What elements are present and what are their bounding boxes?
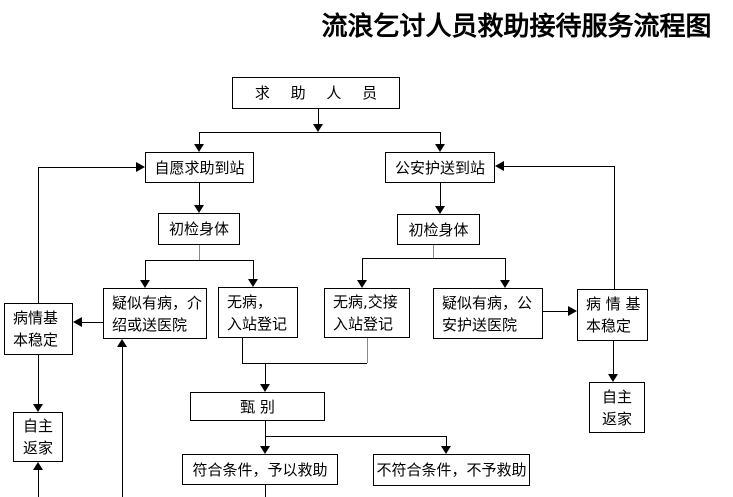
node-stable-left: 病情基 本稳定 <box>4 303 73 355</box>
node-help-seeker: 求 助 人 员 <box>232 77 400 109</box>
arrowhead-right-icon <box>136 162 145 172</box>
connector-line <box>367 338 368 363</box>
connector-line <box>265 421 266 436</box>
connector-line <box>38 470 39 497</box>
connector-line <box>38 167 39 303</box>
node-return-home-left: 自主 返家 <box>13 412 63 462</box>
connector-line <box>504 166 614 167</box>
connector-line <box>38 355 39 405</box>
arrowhead-right-icon <box>568 306 577 316</box>
connector-line <box>265 363 266 384</box>
node-label: 疑似有病，公 安护送医院 <box>442 293 533 334</box>
node-label: 自愿求助到站 <box>154 158 245 177</box>
arrowhead-down-icon <box>140 280 150 288</box>
connector-line <box>440 132 441 145</box>
connector-line <box>318 109 319 125</box>
node-label: 初检身体 <box>168 220 229 238</box>
page-title: 流浪乞讨人员救助接待服务流程图 <box>321 12 712 42</box>
arrowhead-down-icon <box>194 205 204 213</box>
connector-line <box>265 436 446 437</box>
arrowhead-down-icon <box>608 374 618 382</box>
node-label: 不符合条件，不予救助 <box>376 461 527 479</box>
node-label: 病情基 本稳定 <box>13 309 59 349</box>
arrowhead-left-icon <box>495 161 504 171</box>
connector-line <box>145 260 146 281</box>
node-no-illness-right: 无病,交接 入站登记 <box>324 288 410 338</box>
arrowhead-down-icon <box>194 144 204 152</box>
node-eligible: 符合条件，予以救助 <box>182 454 338 485</box>
arrowhead-down-icon <box>260 446 270 454</box>
connector-line <box>122 347 123 497</box>
node-not-eligible: 不符合条件，不予救助 <box>373 454 530 486</box>
node-label: 自主 返家 <box>22 417 53 457</box>
connector-line <box>265 485 266 497</box>
node-label: 病 情 基 本稳定 <box>586 295 641 335</box>
node-label: 自主 返家 <box>601 387 632 428</box>
node-label: 求 助 人 员 <box>254 84 386 102</box>
arrowhead-left-icon <box>73 317 82 327</box>
arrowhead-down-icon <box>435 206 445 214</box>
connector-line <box>145 260 253 261</box>
node-label: 公安护送到站 <box>394 158 485 177</box>
node-label: 初检身体 <box>408 220 469 239</box>
node-stable-right: 病 情 基 本稳定 <box>577 289 648 341</box>
connector-line <box>265 436 266 446</box>
connector-line <box>253 260 254 280</box>
arrowhead-down-icon <box>441 446 451 454</box>
arrowhead-down-icon <box>260 384 270 392</box>
node-return-home-right: 自主 返家 <box>589 382 645 433</box>
node-screening: 甄 别 <box>190 392 325 421</box>
connector-line <box>440 183 441 207</box>
node-no-illness-left: 无病， 入站登记 <box>218 287 298 338</box>
connector-line <box>199 245 200 260</box>
connector-line <box>543 311 568 312</box>
arrowhead-down-icon <box>500 280 510 288</box>
arrowhead-down-icon <box>435 144 445 152</box>
connector-line <box>505 258 506 281</box>
connector-line <box>199 183 200 206</box>
arrowhead-down-icon <box>33 404 43 412</box>
node-label: 符合条件，予以救助 <box>192 460 328 479</box>
connector-line <box>242 363 367 364</box>
connector-line <box>199 132 440 133</box>
node-police-escort: 公安护送到站 <box>385 152 495 183</box>
node-body-check-right: 初检身体 <box>397 214 480 245</box>
node-label: 无病,交接 入站登记 <box>333 293 398 333</box>
node-label: 甄 别 <box>240 397 275 416</box>
connector-line <box>614 166 615 289</box>
node-suspect-ill-left: 疑似有病，介 绍或送医院 <box>103 288 207 339</box>
connector-line <box>82 322 103 323</box>
node-label: 无病， 入站登记 <box>227 292 288 333</box>
node-voluntary-arrival: 自愿求助到站 <box>145 152 254 183</box>
connector-line <box>446 436 447 446</box>
connector-line <box>242 338 243 363</box>
arrowhead-down-icon <box>313 124 323 132</box>
arrowhead-down-icon <box>357 280 367 288</box>
arrowhead-up-icon <box>33 462 43 470</box>
node-body-check-left: 初检身体 <box>158 213 240 245</box>
arrowhead-down-icon <box>248 279 258 287</box>
connector-line <box>362 258 505 259</box>
connector-line <box>362 258 363 280</box>
arrowhead-up-icon <box>117 339 127 347</box>
node-suspect-ill-right: 疑似有病，公 安护送医院 <box>433 288 543 339</box>
connector-line <box>433 245 434 258</box>
connector-line <box>38 167 136 168</box>
node-label: 疑似有病，介 绍或送医院 <box>112 293 203 334</box>
connector-line <box>613 341 614 374</box>
connector-line <box>199 132 200 145</box>
